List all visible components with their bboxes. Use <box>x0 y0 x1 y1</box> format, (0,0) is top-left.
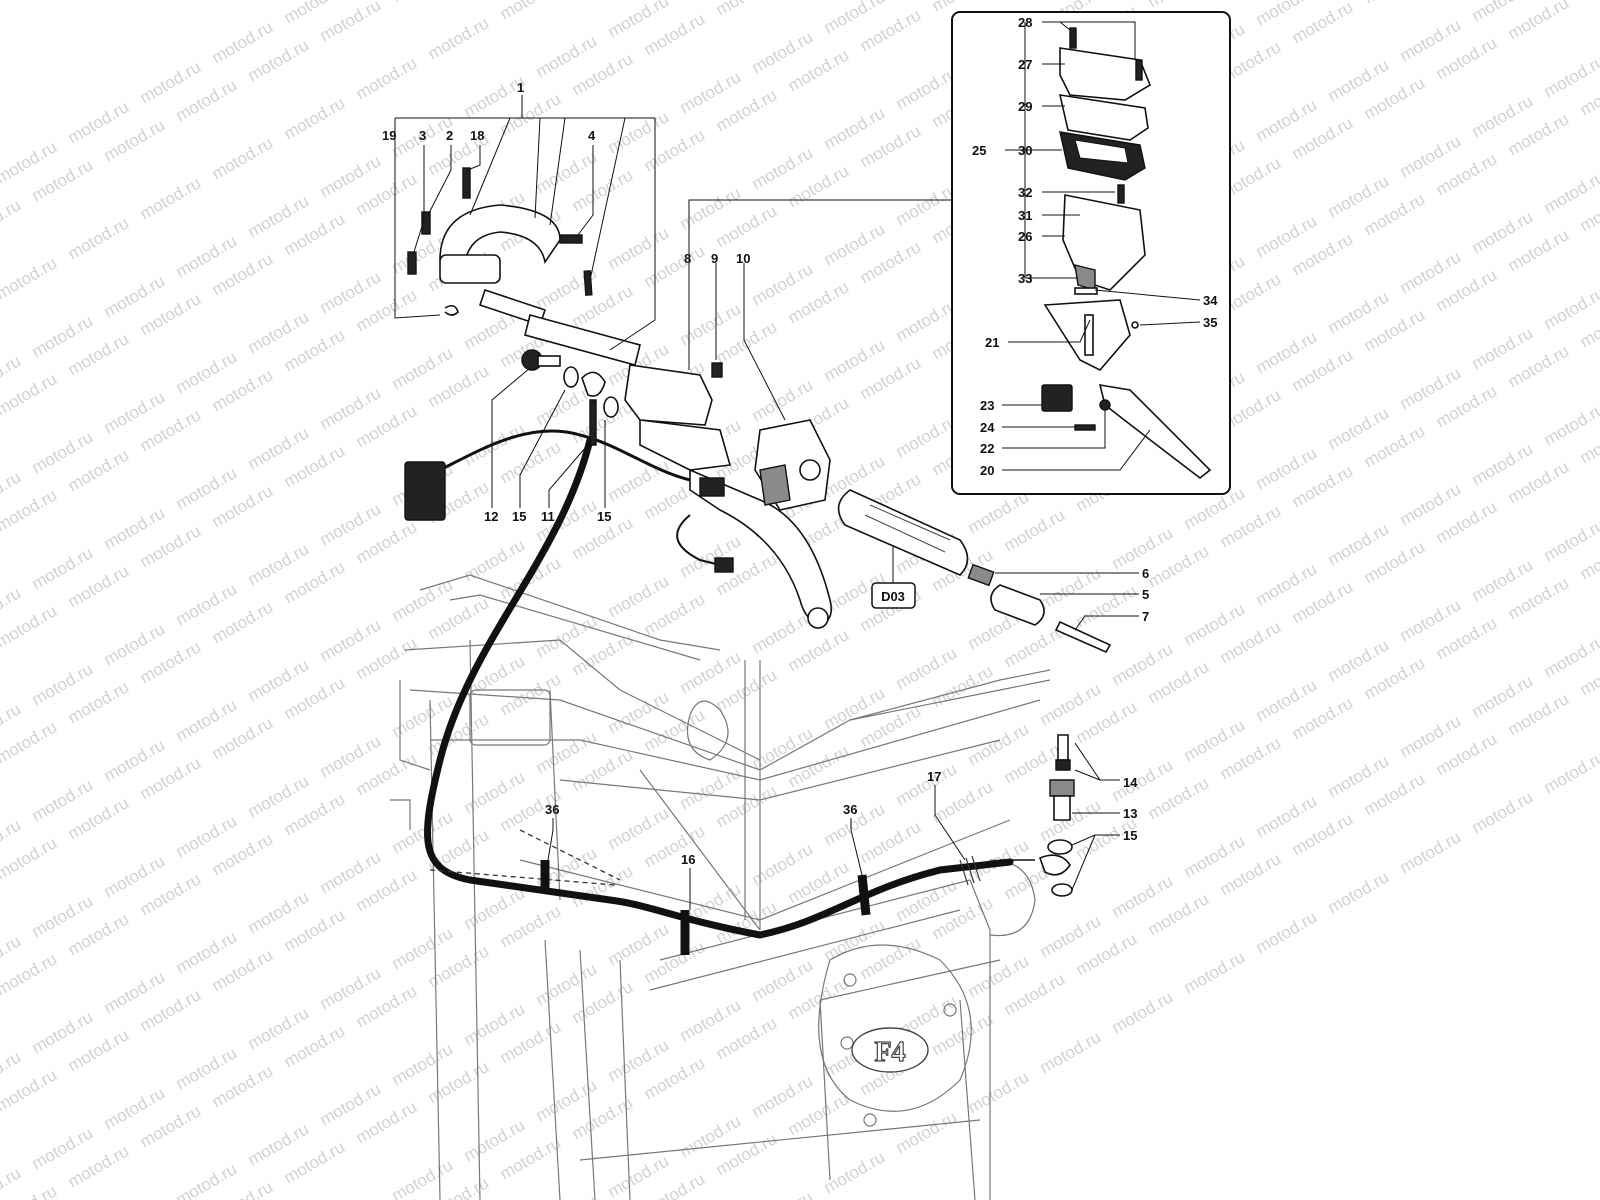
clutch-hose <box>424 436 1035 939</box>
watermark-text: motod.ru <box>281 93 349 143</box>
watermark-text: motod.ru <box>425 13 493 63</box>
callout-36-a: 36 <box>545 802 559 817</box>
watermark-text: motod.ru <box>0 253 60 303</box>
motorcycle-frame-drawing <box>390 574 1051 1200</box>
clutch-master-cylinder <box>624 362 833 629</box>
watermark-text: motod.ru <box>0 717 60 767</box>
callout-33: 33 <box>1018 271 1032 286</box>
hose-sleeve-17 <box>959 855 981 886</box>
callout-36-b: 36 <box>843 802 857 817</box>
watermark-text: motod.ru <box>389 0 457 5</box>
callout-25: 25 <box>972 143 986 158</box>
watermark-text: motod.ru <box>0 485 60 535</box>
engine-f4-logo: F4 <box>851 1027 929 1073</box>
callout-28: 28 <box>1018 15 1032 30</box>
callout-22: 22 <box>980 441 994 456</box>
watermark-text: motod.ru <box>1361 0 1429 7</box>
watermark-text: motod.ru <box>497 0 565 23</box>
watermark-text: motod.ru <box>1037 1027 1105 1077</box>
callout-20: 20 <box>980 463 994 478</box>
callout-5: 5 <box>1142 587 1149 602</box>
callout-30: 30 <box>1018 143 1032 158</box>
callout-26: 26 <box>1018 229 1032 244</box>
watermark-text: motod.ru <box>749 1187 817 1200</box>
watermark-text: motod.ru <box>0 1065 60 1115</box>
watermark-text: motod.ru <box>1541 747 1600 797</box>
callout-14: 14 <box>1123 775 1138 790</box>
watermark-text: motod.ru <box>965 1067 1033 1117</box>
svg-text:F4: F4 <box>874 1037 905 1068</box>
callout-18: 18 <box>470 128 484 143</box>
callout-32: 32 <box>1018 185 1032 200</box>
callout-24: 24 <box>980 420 995 435</box>
callout-19: 19 <box>382 128 396 143</box>
watermark-text: motod.ru <box>713 0 781 19</box>
watermark-text: motod.ru <box>353 53 421 103</box>
watermark-text: motod.ru <box>1577 0 1600 3</box>
callout-27: 27 <box>1018 57 1032 72</box>
bar-end-parts <box>967 563 1112 654</box>
callout-15-c: 15 <box>1123 828 1137 843</box>
callout-11: 11 <box>541 509 555 524</box>
callout-23: 23 <box>980 398 994 413</box>
watermark-text: motod.ru <box>0 1163 24 1200</box>
watermark-text: motod.ru <box>1181 947 1249 997</box>
callout-12: 12 <box>484 509 498 524</box>
reference-box-d03: D03 <box>871 545 916 609</box>
watermark-text: motod.ru <box>1469 787 1537 837</box>
callout-31: 31 <box>1018 208 1032 223</box>
svg-text:D03: D03 <box>881 589 905 604</box>
watermark-text: motod.ru <box>533 1191 601 1200</box>
callout-13: 13 <box>1123 806 1137 821</box>
callout-29: 29 <box>1018 99 1032 114</box>
callout-1: 1 <box>517 80 524 95</box>
watermark-text: motod.ru <box>1325 867 1393 917</box>
callout-9: 9 <box>711 251 718 266</box>
detail-inset <box>951 11 1231 495</box>
callout-leader-lines <box>394 21 1201 910</box>
watermark-text: motod.ru <box>0 949 60 999</box>
callout-21: 21 <box>985 335 999 350</box>
watermark-text: motod.ru <box>137 173 205 223</box>
callout-15-b: 15 <box>597 509 611 524</box>
banjo-bolt-fittings <box>521 349 619 446</box>
watermark-text: motod.ru <box>893 1107 961 1157</box>
watermark-text: motod.ru <box>0 601 60 651</box>
callout-labels: 1 19 3 2 18 4 8 9 10 12 15 11 15 6 5 7 1… <box>382 15 1218 867</box>
callout-34: 34 <box>1203 293 1218 308</box>
callout-10: 10 <box>736 251 750 266</box>
watermark-text: motod.ru <box>209 133 277 183</box>
callout-16: 16 <box>681 852 695 867</box>
watermark-text: motod.ru <box>1505 0 1573 43</box>
callout-8: 8 <box>684 251 691 266</box>
watermark-text: motod.ru <box>389 1155 457 1200</box>
watermark-text: motod.ru <box>65 213 133 263</box>
callout-35: 35 <box>1203 315 1217 330</box>
callout-3: 3 <box>419 128 426 143</box>
watermark-text: motod.ru <box>1397 827 1465 877</box>
watermark-text: motod.ru <box>0 195 24 245</box>
clamp-bracket-assembly <box>407 167 641 366</box>
handlebar-switch <box>754 419 831 511</box>
watermark-text: motod.ru <box>0 833 60 883</box>
callout-7: 7 <box>1142 609 1149 624</box>
callout-2: 2 <box>446 128 453 143</box>
watermark-text: motod.ru <box>1145 0 1213 11</box>
handlebar-grip <box>837 489 969 576</box>
hose-clamp-36-right <box>857 874 871 916</box>
watermark-text: motod.ru <box>0 369 60 419</box>
watermark-text: motod.ru <box>1253 907 1321 957</box>
watermark-text: motod.ru <box>821 1147 889 1197</box>
callout-17: 17 <box>927 769 941 784</box>
callout-15-a: 15 <box>512 509 526 524</box>
callout-6: 6 <box>1142 566 1149 581</box>
watermark-text: motod.ru <box>173 1159 241 1200</box>
watermark-text: motod.ru <box>317 0 385 45</box>
watermark-text: motod.ru <box>1109 987 1177 1037</box>
switch-wire-harness <box>404 429 734 573</box>
hose-end-fittings <box>1038 734 1075 897</box>
callout-4: 4 <box>588 128 596 143</box>
